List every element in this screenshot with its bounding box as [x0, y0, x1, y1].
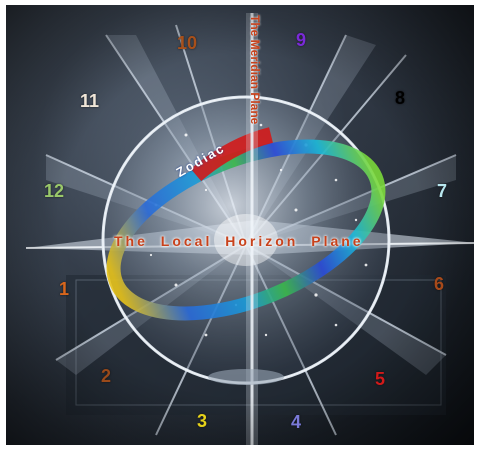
house-number-4: 4	[291, 412, 302, 432]
house-number-1: 1	[59, 279, 70, 299]
horizon-plane-label: The Local Horizon Plane	[114, 233, 364, 249]
meridian-plane-label: The Meridian Plane	[248, 15, 262, 125]
photo-vignette	[6, 5, 474, 445]
house-number-6: 6	[434, 274, 445, 294]
house-number-9: 9	[296, 30, 307, 50]
house-number-5: 5	[375, 369, 386, 389]
house-number-8: 8	[395, 88, 406, 108]
house-number-12: 12	[44, 181, 65, 201]
photo-frame: 1 2 3 4 5 6 7 8 9 10 11 12 The Meridian …	[6, 5, 474, 445]
house-number-7: 7	[437, 181, 448, 201]
house-number-2: 2	[101, 366, 112, 386]
house-number-3: 3	[197, 411, 208, 431]
house-number-10: 10	[177, 33, 198, 53]
house-number-11: 11	[80, 91, 100, 111]
